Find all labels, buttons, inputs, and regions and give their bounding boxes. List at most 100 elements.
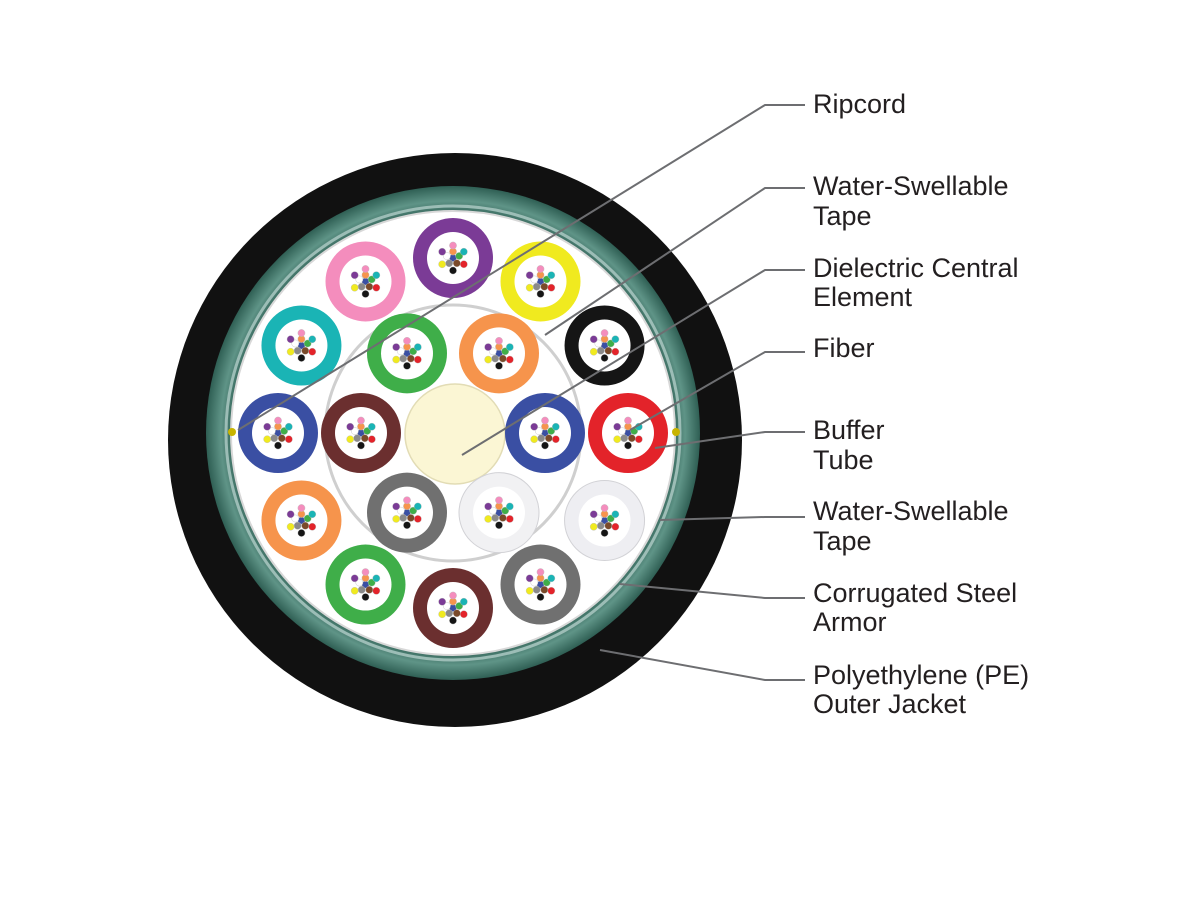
fiber xyxy=(372,271,381,279)
label-buffer-tube-line2: Tube xyxy=(813,445,874,475)
fiber xyxy=(506,355,514,364)
buffer-tube xyxy=(367,313,447,394)
fiber xyxy=(403,337,411,345)
buffer-tube xyxy=(459,313,539,394)
label-corrugated-steel-armor-line1: Corrugated Steel xyxy=(813,578,1017,608)
fiber xyxy=(297,529,306,537)
fiber xyxy=(286,510,295,519)
label-buffer-tube-line1: Buffer xyxy=(813,415,885,445)
leader-line-dielectric-central-element xyxy=(461,269,805,456)
fiber xyxy=(392,502,400,511)
label-water-swellable-tape-outer-line2: Tape xyxy=(813,526,872,556)
leader-line-corrugated-steel-armor xyxy=(619,583,805,599)
leader-line-water-swellable-tape-inner xyxy=(544,187,805,336)
fiber xyxy=(611,347,620,356)
buffer-tube xyxy=(458,472,540,554)
fiber xyxy=(547,271,556,279)
fiber xyxy=(263,422,271,431)
fiber xyxy=(361,568,370,576)
buffer-tube xyxy=(500,544,581,625)
fiber xyxy=(460,610,468,619)
fiber xyxy=(491,354,499,363)
label-corrugated-steel-armor-line2: Armor xyxy=(813,607,887,637)
fiber xyxy=(438,610,446,619)
buffer-tube xyxy=(500,241,581,322)
buffer-tube xyxy=(413,568,493,648)
fiber xyxy=(357,586,366,594)
leader-line-buffer-tube xyxy=(654,431,805,449)
fiber xyxy=(274,416,282,425)
fiber xyxy=(449,616,457,625)
fiber xyxy=(368,435,376,444)
buffer-tube xyxy=(325,544,406,625)
cable-cross-section xyxy=(168,153,742,727)
fiber xyxy=(600,329,609,337)
fiber xyxy=(346,435,354,444)
fiber xyxy=(596,346,605,355)
fiber xyxy=(392,343,400,351)
fiber xyxy=(484,502,492,511)
fiber xyxy=(392,355,400,364)
fiber xyxy=(506,343,514,351)
fiber xyxy=(600,504,609,512)
fiber xyxy=(525,271,534,279)
fiber xyxy=(600,354,609,362)
fiber xyxy=(308,522,317,531)
fiber xyxy=(453,259,461,268)
fiber xyxy=(624,416,632,425)
fiber xyxy=(293,346,302,355)
fiber xyxy=(589,522,598,531)
label-dielectric-central-element-line2: Element xyxy=(813,282,913,312)
buffer-tube xyxy=(261,480,342,561)
fiber xyxy=(403,496,411,504)
fiber xyxy=(495,337,503,345)
fiber xyxy=(600,529,609,537)
buffer-tube xyxy=(367,472,447,553)
fiber xyxy=(449,266,457,275)
fiber xyxy=(399,514,407,522)
fiber xyxy=(285,422,293,431)
inner-buffer-tube-ring xyxy=(321,313,585,554)
outer-buffer-tube-ring xyxy=(238,218,668,648)
fiber xyxy=(532,586,541,594)
label-ripcord: Ripcord xyxy=(813,89,906,119)
fiber xyxy=(392,515,400,523)
fiber xyxy=(536,265,545,273)
fiber xyxy=(445,259,453,268)
fiber xyxy=(399,354,407,363)
label-pe-outer-jacket-line1: Polyethylene (PE) xyxy=(813,660,1029,690)
fiber xyxy=(286,522,295,531)
fiber xyxy=(414,343,422,351)
label-dielectric-central-element-line1: Dielectric Central xyxy=(813,253,1019,283)
fiber xyxy=(506,515,514,523)
fiber xyxy=(635,435,643,444)
fiber xyxy=(525,283,534,292)
fiber xyxy=(263,435,271,444)
fiber xyxy=(365,586,374,594)
fiber xyxy=(530,435,538,444)
label-water-swellable-tape-outer-line1: Water-Swellable xyxy=(813,496,1009,526)
fiber xyxy=(484,343,492,351)
fiber xyxy=(308,335,317,344)
fiber xyxy=(536,593,545,601)
fiber xyxy=(547,587,556,595)
fiber xyxy=(536,290,545,298)
buffer-tube xyxy=(413,218,493,298)
fiber xyxy=(525,587,534,595)
fiber xyxy=(495,496,503,504)
fiber xyxy=(541,441,549,450)
leader-lines xyxy=(237,104,805,681)
fiber xyxy=(460,247,468,256)
fiber xyxy=(620,434,628,443)
buffer-tube xyxy=(261,305,342,386)
fiber xyxy=(438,597,446,606)
fiber xyxy=(547,283,556,292)
fiber xyxy=(628,434,636,443)
fiber xyxy=(365,282,374,291)
fiber xyxy=(297,504,306,512)
fiber xyxy=(407,514,415,522)
buffer-tube xyxy=(588,393,668,473)
fiber xyxy=(308,510,317,519)
fiber xyxy=(361,434,369,443)
fiber xyxy=(286,347,295,356)
